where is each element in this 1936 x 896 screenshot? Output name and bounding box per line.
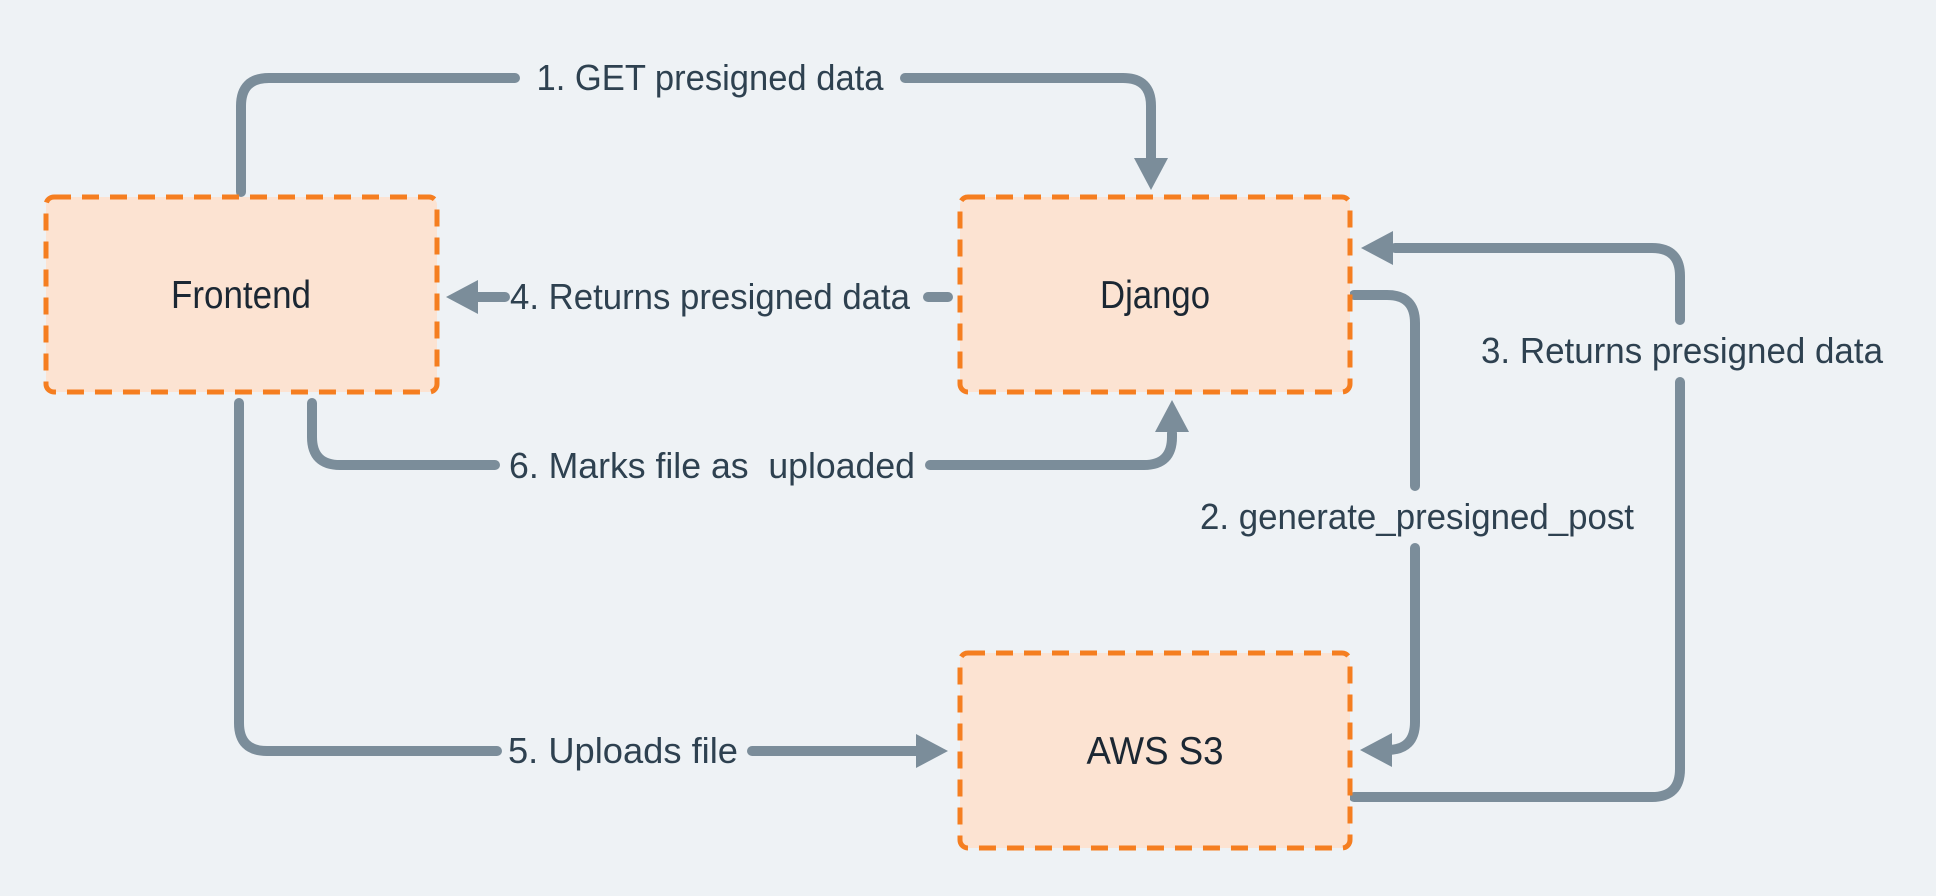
node-aws-s3: AWS S3 — [957, 650, 1353, 851]
edge-1-label: 1. GET presigned data — [537, 57, 885, 98]
edge-6-marks-file-uploaded: 6. Marks file as uploaded — [307, 398, 1189, 486]
edge-2-line-top — [1349, 290, 1420, 491]
edge-6-arrowhead-up — [1155, 400, 1189, 432]
edge-1-line-right — [900, 73, 1156, 165]
node-frontend: Frontend — [43, 194, 440, 395]
edge-1-arrowhead-down — [1134, 158, 1168, 190]
edge-3-arrowhead-left — [1361, 231, 1393, 265]
node-django: Django — [957, 194, 1353, 395]
edge-3-line-bottom — [1349, 377, 1685, 802]
edge-5-arrowhead-right — [916, 734, 948, 768]
edge-2-arrowhead-left — [1360, 733, 1392, 767]
node-frontend-box — [43, 194, 440, 395]
edge-4-returns-presigned-data: 4. Returns presigned data — [446, 276, 953, 317]
edge-2-label: 2. generate_presigned_post — [1200, 496, 1634, 537]
edge-6-line-right — [925, 428, 1177, 470]
edge-5-uploads-file: 5. Uploads file — [234, 398, 948, 771]
node-frontend-label: Frontend — [171, 274, 311, 317]
edge-1-line-left — [236, 73, 520, 197]
edge-3-label: 3. Returns presigned data — [1481, 330, 1884, 371]
edge-3-returns-presigned-data: 3. Returns presigned data — [1349, 231, 1884, 802]
edge-3-line-top — [1390, 243, 1685, 325]
edge-2-generate-presigned-post: 2. generate_presigned_post — [1200, 290, 1634, 767]
edge-5-label: 5. Uploads file — [508, 730, 738, 771]
edge-6-label: 6. Marks file as uploaded — [509, 445, 915, 486]
edge-4-label: 4. Returns presigned data — [510, 276, 911, 317]
node-aws-s3-label: AWS S3 — [1087, 730, 1224, 773]
edge-6-line-left — [307, 398, 500, 470]
edge-5-line-left — [234, 398, 502, 756]
node-django-label: Django — [1100, 274, 1210, 317]
edge-2-line-bottom — [1382, 543, 1420, 755]
edge-1-get-presigned-data: 1. GET presigned data — [236, 57, 1168, 197]
node-django-box — [957, 194, 1353, 395]
node-aws-s3-box — [957, 650, 1353, 851]
edge-4-arrowhead-left — [446, 280, 478, 314]
